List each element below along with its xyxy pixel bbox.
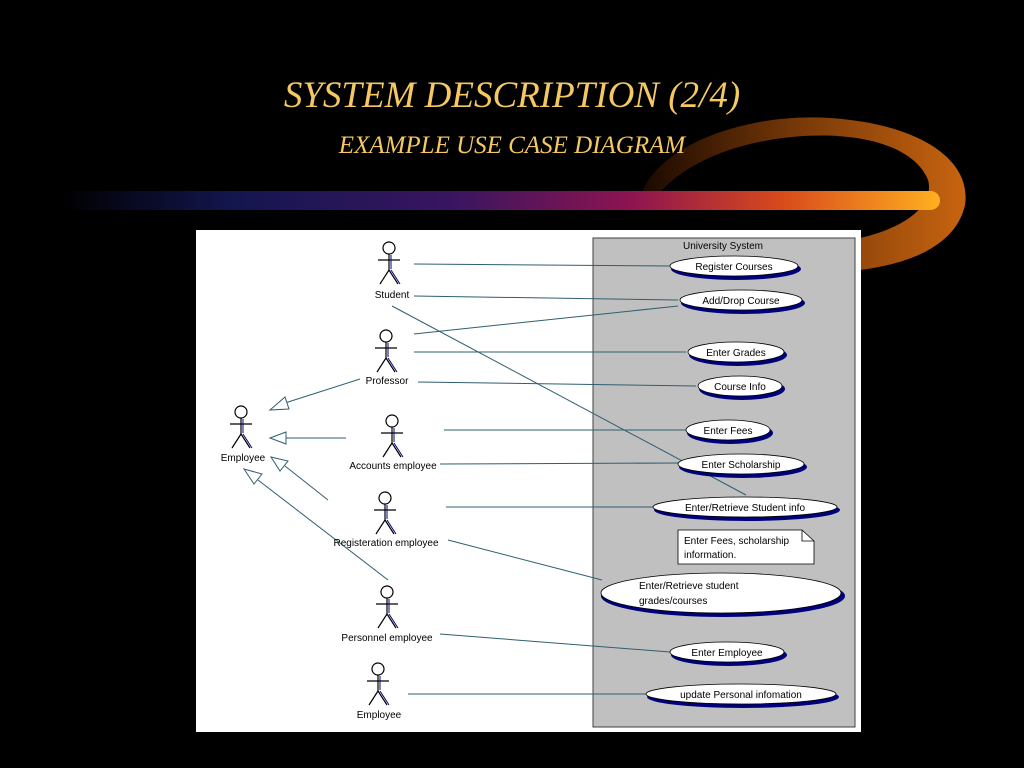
actor-figure-icon: [366, 662, 390, 706]
usecase-label: Add/Drop Course: [702, 296, 780, 307]
usecase-label: Enter Fees: [704, 426, 753, 437]
usecase-enter-grades[interactable]: Enter Grades: [687, 341, 787, 366]
actor-label: Employee: [221, 453, 266, 464]
generalizations: [242, 378, 389, 581]
actor-personnel-employee[interactable]: Personnel employee: [341, 585, 433, 644]
usecase-register-courses[interactable]: Register Courses: [669, 255, 801, 280]
actor-figure-icon: [377, 241, 401, 285]
actor-figure-icon: [380, 414, 404, 458]
associations: [391, 263, 747, 695]
usecase-label: update Personal infomation: [680, 690, 802, 701]
actor-registration-employee[interactable]: Registeration employee: [333, 491, 439, 549]
actor-label: Accounts employee: [349, 461, 437, 472]
note-line-1: Enter Fees, scholarship: [684, 536, 789, 547]
actor-figure-icon: [375, 585, 399, 629]
usecase-label: Enter Grades: [706, 348, 765, 359]
usecase-label: Enter/Retrieve Student info: [685, 503, 806, 514]
use-case-diagram: University System S: [196, 230, 861, 732]
actor-label: Professor: [366, 376, 409, 387]
actor-label: Student: [375, 290, 410, 301]
usecase-enter-retrieve-grades-courses[interactable]: Enter/Retrieve student grades/courses: [600, 572, 845, 617]
usecase-label-line-1: Enter/Retrieve student: [639, 581, 739, 592]
usecase-label-line-2: grades/courses: [639, 596, 707, 607]
actor-figure-icon: [374, 329, 398, 373]
actor-figure-icon: [229, 405, 253, 449]
actor-student[interactable]: Student: [375, 241, 410, 301]
actor-label: Employee: [357, 710, 402, 721]
gradient-bar-decoration: [60, 191, 940, 210]
usecase-label: Course Info: [714, 382, 766, 393]
usecase-label: Register Courses: [695, 262, 772, 273]
usecase-add-drop-course[interactable]: Add/Drop Course: [679, 289, 805, 314]
slide-subtitle: EXAMPLE USE CASE DIAGRAM: [338, 132, 686, 159]
usecase-label: Enter Employee: [691, 648, 763, 659]
orange-swoosh-decoration: [640, 117, 966, 270]
actor-label: Registeration employee: [333, 538, 438, 549]
actor-accounts-employee[interactable]: Accounts employee: [349, 414, 437, 472]
usecase-enter-retrieve-student-info[interactable]: Enter/Retrieve Student info: [652, 496, 840, 521]
actor-employee[interactable]: Employee: [357, 662, 402, 721]
system-boundary-label: University System: [683, 241, 763, 252]
usecase-enter-employee[interactable]: Enter Employee: [669, 641, 787, 666]
actor-figure-icon: [373, 491, 397, 535]
diagram-canvas: University System S: [221, 237, 856, 728]
usecase-label: Enter Scholarship: [702, 460, 781, 471]
usecase-update-personal-information[interactable]: update Personal infomation: [645, 683, 839, 708]
note-fees-scholarship: Enter Fees, scholarship information.: [677, 529, 815, 565]
slide-title: SYSTEM DESCRIPTION (2/4): [283, 75, 741, 116]
note-line-2: information.: [684, 550, 736, 561]
usecase-course-info[interactable]: Course Info: [697, 375, 785, 400]
usecase-enter-scholarship[interactable]: Enter Scholarship: [677, 453, 807, 478]
usecase-enter-fees[interactable]: Enter Fees: [685, 419, 773, 444]
actor-label: Personnel employee: [341, 633, 433, 644]
actor-employee-parent[interactable]: Employee: [221, 405, 266, 464]
actor-professor[interactable]: Professor: [366, 329, 409, 387]
